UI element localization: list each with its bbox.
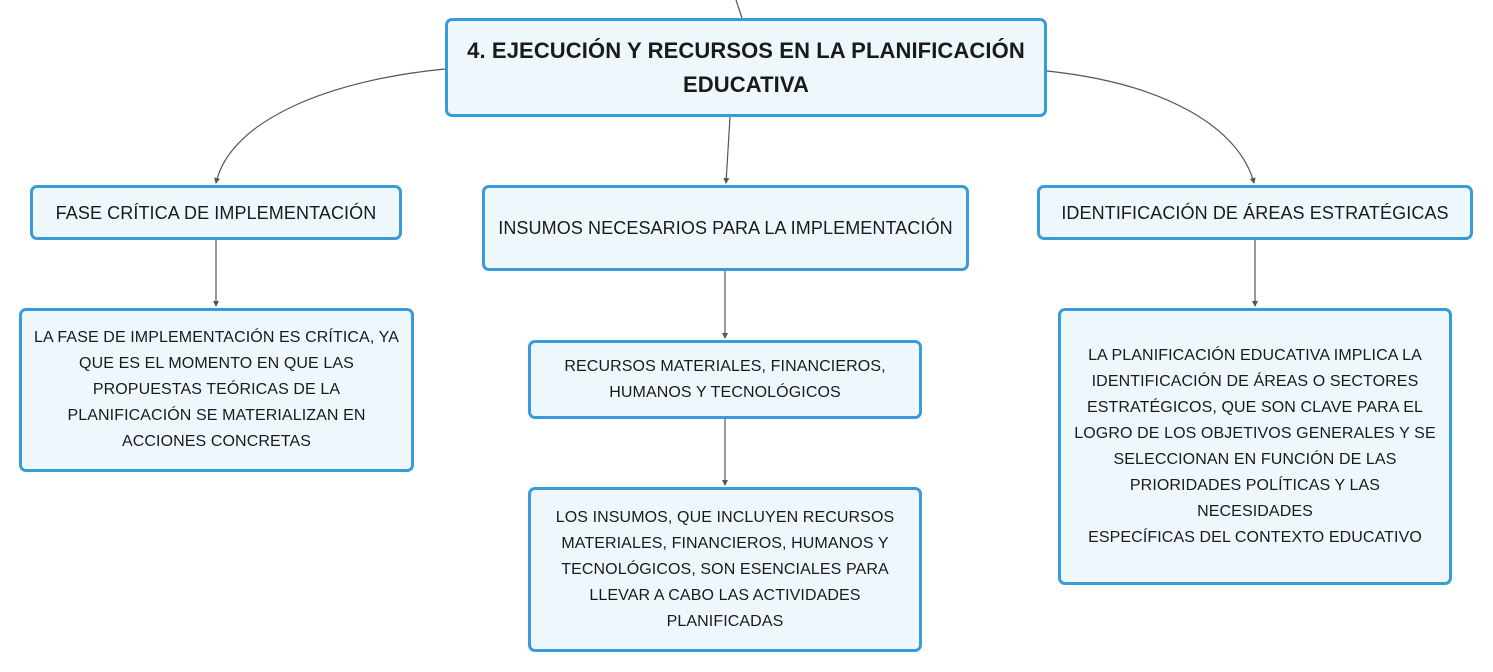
text-line: LA FASE DE IMPLEMENTACIÓN ES CRÍTICA, YA xyxy=(34,329,399,346)
text-line: RECURSOS MATERIALES, FINANCIEROS, xyxy=(564,357,886,375)
text-line: PROPUESTAS TEÓRICAS DE LA xyxy=(92,381,341,398)
connector-root-to-insumos xyxy=(723,116,731,184)
text-line: IDENTIFICACIÓN DE ÁREAS O SECTORES xyxy=(1091,372,1419,390)
connector-root-to-areas xyxy=(1046,70,1256,184)
connector-parent-to-root xyxy=(735,0,743,19)
text-line: PLANIFICACIÓN SE MATERIALIZAN EN xyxy=(67,407,366,424)
root-topic-text: 4. EJECUCIÓN Y RECURSOS EN LA PLANIFICAC… xyxy=(467,34,1025,102)
subtopic-node-recursos[interactable]: RECURSOS MATERIALES, FINANCIEROS, HUMANO… xyxy=(528,340,922,419)
subtopic-node-fase-detail[interactable]: LA FASE DE IMPLEMENTACIÓN ES CRÍTICA, YA… xyxy=(19,308,414,472)
topic-label: IDENTIFICACIÓN DE ÁREAS ESTRATÉGICAS xyxy=(1061,202,1449,223)
root-topic-line: EDUCATIVA xyxy=(683,71,809,97)
text-line: SELECCIONAN EN FUNCIÓN DE LAS xyxy=(1113,450,1397,468)
topic-node-fase-critica[interactable]: FASE CRÍTICA DE IMPLEMENTACIÓN xyxy=(30,185,402,240)
subtopic-node-areas-detail[interactable]: LA PLANIFICACIÓN EDUCATIVA IMPLICA LA ID… xyxy=(1058,308,1452,585)
text-line: MATERIALES, FINANCIEROS, HUMANOS Y xyxy=(561,534,889,552)
topic-label: INSUMOS NECESARIOS PARA LA IMPLEMENTACIÓ… xyxy=(498,218,953,238)
root-topic-line: 4. EJECUCIÓN Y RECURSOS EN LA PLANIFICAC… xyxy=(467,37,1025,63)
subtopic-text: LA FASE DE IMPLEMENTACIÓN ES CRÍTICA, YA… xyxy=(34,325,399,455)
text-line: HUMANOS Y TECNOLÓGICOS xyxy=(609,383,841,401)
topic-node-insumos[interactable]: INSUMOS NECESARIOS PARA LA IMPLEMENTACIÓ… xyxy=(482,185,969,271)
connector-root-to-fase xyxy=(214,68,446,184)
topic-node-areas-estrategicas[interactable]: IDENTIFICACIÓN DE ÁREAS ESTRATÉGICAS xyxy=(1037,185,1473,240)
text-line: LOS INSUMOS, QUE INCLUYEN RECURSOS xyxy=(555,508,895,526)
subtopic-text: LA PLANIFICACIÓN EDUCATIVA IMPLICA LA ID… xyxy=(1073,343,1437,551)
text-line: LOGRO DE LOS OBJETIVOS GENERALES Y SE xyxy=(1074,424,1436,442)
text-line: ESPECÍFICAS DEL CONTEXTO EDUCATIVO xyxy=(1088,528,1422,546)
text-line: ESTRATÉGICOS, QUE SON CLAVE PARA EL xyxy=(1086,398,1424,416)
text-line: LLEVAR A CABO LAS ACTIVIDADES xyxy=(589,586,861,604)
text-line: QUE ES EL MOMENTO EN QUE LAS xyxy=(79,355,354,372)
subtopic-text: LOS INSUMOS, QUE INCLUYEN RECURSOS MATER… xyxy=(556,505,895,635)
root-topic-node[interactable]: 4. EJECUCIÓN Y RECURSOS EN LA PLANIFICAC… xyxy=(445,18,1047,117)
topic-label: FASE CRÍTICA DE IMPLEMENTACIÓN xyxy=(55,202,377,223)
subtopic-node-insumos-detail[interactable]: LOS INSUMOS, QUE INCLUYEN RECURSOS MATER… xyxy=(528,487,922,652)
text-line: TECNOLÓGICOS, SON ESENCIALES PARA xyxy=(561,560,889,578)
text-line: ACCIONES CONCRETAS xyxy=(121,433,312,450)
subtopic-text: RECURSOS MATERIALES, FINANCIEROS, HUMANO… xyxy=(564,354,885,406)
text-line: LA PLANIFICACIÓN EDUCATIVA IMPLICA LA xyxy=(1088,346,1422,364)
text-line: PRIORIDADES POLÍTICAS Y LAS NECESIDADES xyxy=(1129,476,1381,520)
text-line: PLANIFICADAS xyxy=(666,612,784,630)
